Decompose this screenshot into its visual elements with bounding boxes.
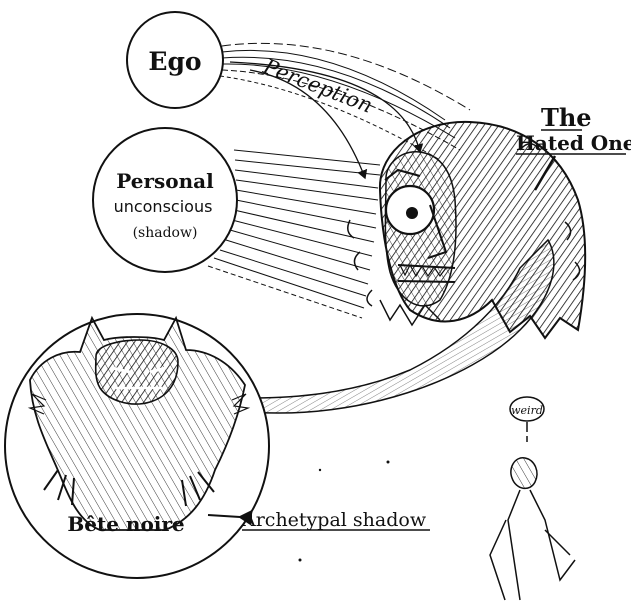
bete-noire-label: Bête noire <box>67 512 184 536</box>
personal-unconscious-circle: Personal unconscious (shadow) <box>93 128 237 272</box>
bete-noire-circle: Bête noire <box>5 314 269 578</box>
ego-label: Ego <box>148 47 201 76</box>
hated-one-label-name: Hated One <box>516 131 631 155</box>
bystander-figure: weird <box>490 397 575 600</box>
perception-label: Perception <box>259 54 376 118</box>
archetypal-shadow-label-group: Archetypal shadow <box>208 509 430 531</box>
hated-one-label-the: The <box>541 103 592 132</box>
ego-circle: Ego <box>127 12 223 108</box>
unconscious-label: unconscious <box>114 197 213 216</box>
archetypal-shadow-label: Archetypal shadow <box>241 509 427 531</box>
shadow-label: (shadow) <box>133 225 198 241</box>
weird-label: weird <box>511 404 543 417</box>
shadow-projection-rays <box>208 150 380 318</box>
personal-label: Personal <box>116 169 214 193</box>
